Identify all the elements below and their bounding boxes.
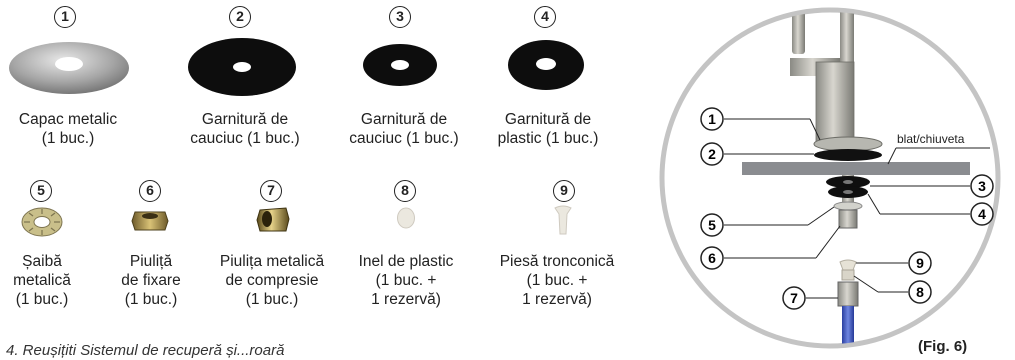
svg-text:7: 7 — [790, 290, 798, 306]
part-label-3: Garnitură de cauciuc (1 buc.) — [349, 111, 459, 147]
fixing-nut-image — [131, 211, 169, 231]
part-label-4: Garnitură de plastic (1 buc.) — [497, 111, 599, 147]
faucet-spout — [840, 12, 854, 70]
part-number-6: 6 — [139, 180, 161, 202]
part-number-1: 1 — [54, 6, 76, 28]
rubber-gasket-small-image — [363, 44, 437, 86]
rubber-gasket-large-image — [188, 38, 296, 96]
plastic-gasket-image — [508, 40, 584, 90]
part-label-5: Șaibă metalică (1 buc.) — [13, 253, 71, 308]
plastic-ring-image — [397, 207, 415, 229]
part-label-1: Capac metalic (1 buc.) — [18, 111, 118, 147]
part-label-8: Inel de plastic (1 buc. + 1 rezervă) — [358, 253, 454, 308]
callout-4: 4 — [970, 202, 994, 226]
metal-cap-image — [9, 42, 129, 94]
callout-8: 8 — [908, 280, 932, 304]
svg-text:3: 3 — [978, 178, 986, 194]
part-label-7: Piulița metalică de compresie (1 buc.) — [219, 253, 325, 308]
part-number-9: 9 — [553, 180, 575, 202]
part-number-5: 5 — [30, 180, 52, 202]
part-number-8: 8 — [394, 180, 416, 202]
faucet-handle — [792, 12, 805, 54]
cap-shape — [813, 136, 883, 152]
svg-text:4: 4 — [978, 206, 986, 222]
callout-9: 9 — [908, 251, 932, 275]
part-number-2: 2 — [229, 6, 251, 28]
tube — [842, 306, 854, 344]
compression-nut-image — [256, 207, 290, 232]
part-number-3: 3 — [389, 6, 411, 28]
svg-text:2: 2 — [708, 146, 716, 162]
callout-1: 1 — [700, 107, 724, 131]
svg-text:1: 1 — [708, 111, 716, 127]
nut-shape — [838, 209, 858, 229]
svg-text:8: 8 — [916, 284, 924, 300]
metal-washer-image — [21, 207, 63, 237]
part-label-6: Piuliță de fixare (1 buc.) — [121, 253, 181, 308]
counter-label: blat/chiuveta — [897, 132, 965, 146]
part-number-4: 4 — [534, 6, 556, 28]
callout-5: 5 — [700, 213, 724, 237]
callout-3: 3 — [970, 174, 994, 198]
tapered-piece-image — [554, 205, 572, 235]
svg-text:5: 5 — [708, 217, 716, 233]
washer-shape — [833, 201, 863, 211]
part-label-9: Piesă tronconică (1 buc. + 1 rezervă) — [499, 253, 615, 308]
svg-text:6: 6 — [708, 250, 716, 266]
footer-instruction: 4. Reușițiti Sistemul de recuperă și...r… — [6, 342, 285, 359]
callout-2: 2 — [700, 142, 724, 166]
countertop — [742, 162, 970, 175]
part-label-2: Garnitură de cauciuc (1 buc.) — [190, 111, 300, 147]
callout-7: 7 — [782, 286, 806, 310]
assembly-diagram: 1 2 3 4 5 6 7 8 9 blat/chiuveta — [659, 7, 1001, 349]
faucet-body — [815, 61, 855, 145]
compression-nut-shape — [837, 281, 859, 307]
callout-6: 6 — [700, 246, 724, 270]
svg-text:9: 9 — [916, 255, 924, 271]
figure-label: (Fig. 6) — [918, 338, 968, 355]
gasket-shape-2 — [814, 149, 882, 161]
part-number-7: 7 — [260, 180, 282, 202]
